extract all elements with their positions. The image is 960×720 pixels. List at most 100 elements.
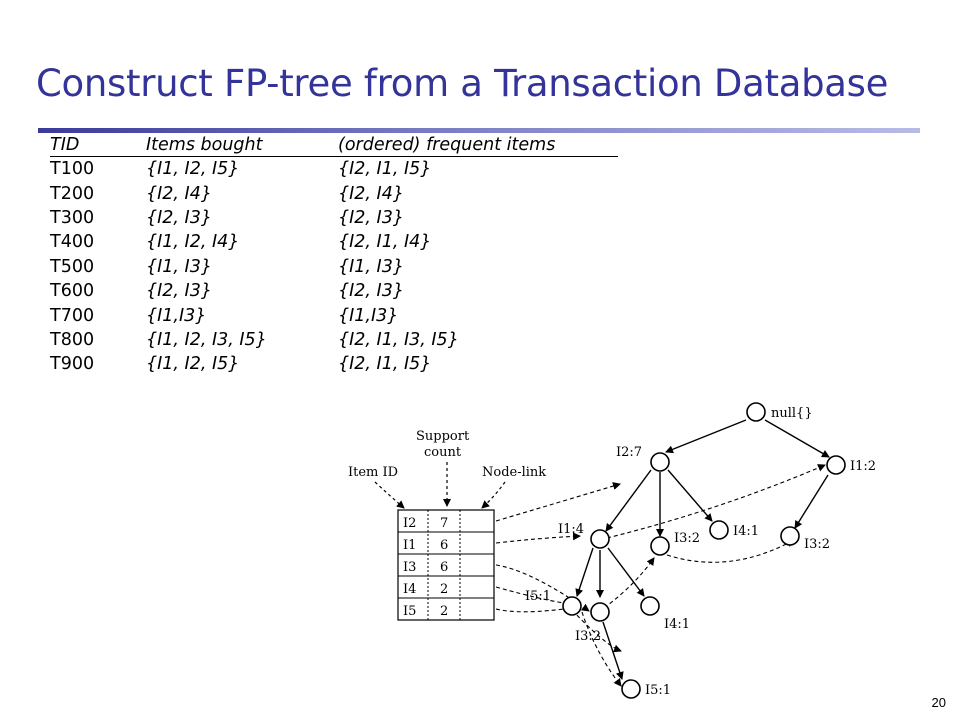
node-link-i3-chain-right: [666, 539, 795, 563]
tree-node-i4-mid: [709, 520, 729, 540]
tid-cell: T500: [50, 256, 95, 277]
items-cell: {I2, I3}: [146, 281, 212, 302]
node-label-i3-mid: I3:2: [674, 531, 700, 546]
ordered-items-cell: {I2, I4}: [338, 183, 404, 204]
column-header-tid: TID: [50, 134, 146, 157]
item-id-pointer-arrow: [374, 481, 405, 509]
node-label-i5-bottom: I5:1: [645, 683, 671, 698]
node-link-i3-chain: [603, 557, 655, 609]
slide-title: Construct FP-tree from a Transaction Dat…: [36, 62, 889, 105]
node-label-i1: I1:4: [558, 522, 584, 537]
tree-node-i1-right: [826, 455, 846, 475]
item-id-label: Item ID: [348, 465, 398, 480]
node-link-i1: [495, 532, 581, 544]
tid-cell: T900: [50, 354, 95, 375]
ordered-items-cell: {I2, I1, I4}: [338, 232, 432, 253]
node-label-i3-low: I3:2: [575, 629, 601, 644]
tid-cell: T600: [50, 281, 95, 302]
header-count: 6: [440, 560, 448, 575]
header-item: I5: [403, 604, 416, 619]
ordered-items-cell: {I2, I1, I3, I5}: [338, 329, 459, 350]
node-link-label: Node-link: [482, 465, 546, 480]
table-row: T600 {I2, I3} {I2, I3}: [50, 279, 618, 303]
header-count: 2: [440, 604, 448, 619]
tree-node-i5-bottom: [621, 679, 641, 699]
support-count-label-line1: Support: [416, 429, 470, 444]
header-count: 6: [440, 538, 448, 553]
table-row: T200 {I2, I4} {I2, I4}: [50, 181, 618, 205]
tree-node-i3-low: [590, 602, 610, 622]
edge-i1-i4: [607, 547, 645, 597]
table-row: T500 {I1, I3} {I1, I3}: [50, 255, 618, 279]
tree-node-i3-right: [780, 526, 800, 546]
title-underline: [38, 128, 920, 133]
edge-root-i2: [665, 419, 747, 454]
tid-cell: T300: [50, 207, 95, 228]
node-label-i5-top: I5:1: [525, 589, 551, 604]
tid-cell: T200: [50, 183, 95, 204]
edge-i2-i1: [605, 469, 652, 532]
fp-tree-figure: Item ID Support count Node-link I2 7 I1 …: [348, 402, 876, 699]
header-item: I4: [403, 582, 416, 597]
header-table: I2 7 I1 6 I3 6 I4 2 I5 2: [397, 509, 495, 621]
support-count-label-line2: count: [424, 445, 462, 460]
node-link-pointer-arrow: [481, 481, 506, 509]
column-header-ordered-items: (ordered) frequent items: [338, 134, 618, 157]
table-row: T300 {I2, I3} {I2, I3}: [50, 206, 618, 230]
items-cell: {I1,I3}: [146, 305, 207, 326]
column-header-items-bought: Items bought: [146, 134, 338, 157]
items-cell: {I1, I3}: [146, 256, 212, 277]
ordered-items-cell: {I2, I3}: [338, 207, 404, 228]
ordered-items-cell: {I1,I3}: [338, 305, 399, 326]
ordered-items-cell: {I2, I1, I5}: [338, 159, 432, 180]
node-link-i1-chain: [606, 464, 826, 539]
tree-node-i4-low: [640, 596, 660, 616]
tid-cell: T800: [50, 329, 95, 350]
table-row: T700 {I1,I3} {I1,I3}: [50, 303, 618, 327]
tree-node-i5-top: [562, 596, 582, 616]
tid-cell: T700: [50, 305, 95, 326]
node-label-i1-right: I1:2: [850, 459, 876, 474]
table-row: T100 {I1, I2, I5} {I2, I1, I5}: [50, 157, 618, 182]
items-cell: {I1, I2, I5}: [146, 354, 240, 375]
items-cell: {I1, I2, I4}: [146, 232, 240, 253]
page-number: 20: [931, 695, 946, 710]
tree-node-i3-mid: [650, 536, 670, 556]
node-label-i4-low: I4:1: [664, 617, 690, 632]
table-row: T900 {I1, I2, I5} {I2, I1, I5}: [50, 352, 618, 376]
ordered-items-cell: {I1, I3}: [338, 256, 404, 277]
header-count: 7: [440, 516, 448, 531]
edge-root-i1: [764, 419, 830, 458]
tree-node-root: [746, 402, 766, 422]
header-item: I1: [403, 538, 416, 553]
tree-node-i1: [590, 529, 610, 549]
node-link-i5-chain: [581, 611, 622, 687]
table-row: T800 {I1, I2, I3, I5} {I2, I1, I3, I5}: [50, 328, 618, 352]
items-cell: {I1, I2, I5}: [146, 159, 240, 180]
ordered-items-cell: {I2, I3}: [338, 281, 404, 302]
edge-i3-i5: [602, 621, 624, 680]
edge-i1-i3: [794, 474, 829, 529]
node-label-root: null{}: [771, 406, 813, 421]
node-label-i2: I2:7: [616, 445, 642, 460]
items-cell: {I2, I4}: [146, 183, 212, 204]
edge-i2-i4: [667, 469, 713, 522]
ordered-items-cell: {I2, I1, I5}: [338, 354, 432, 375]
tid-cell: T400: [50, 232, 95, 253]
node-link-i2: [495, 482, 621, 522]
tid-cell: T100: [50, 159, 95, 180]
table-row: T400 {I1, I2, I4} {I2, I1, I4}: [50, 230, 618, 254]
table-header-row: TID Items bought (ordered) frequent item…: [50, 134, 618, 157]
tree-node-i2: [650, 452, 670, 472]
node-link-i4-chain: [571, 609, 622, 653]
items-cell: {I2, I3}: [146, 207, 212, 228]
edge-i1-i5: [575, 547, 594, 597]
header-item: I2: [403, 516, 416, 531]
node-label-i3-right: I3:2: [804, 537, 830, 552]
node-label-i4-mid: I4:1: [733, 524, 759, 539]
transaction-table: TID Items bought (ordered) frequent item…: [50, 134, 618, 377]
node-link-i5: [495, 604, 573, 613]
header-item: I3: [403, 560, 416, 575]
items-cell: {I1, I2, I3, I5}: [146, 329, 267, 350]
